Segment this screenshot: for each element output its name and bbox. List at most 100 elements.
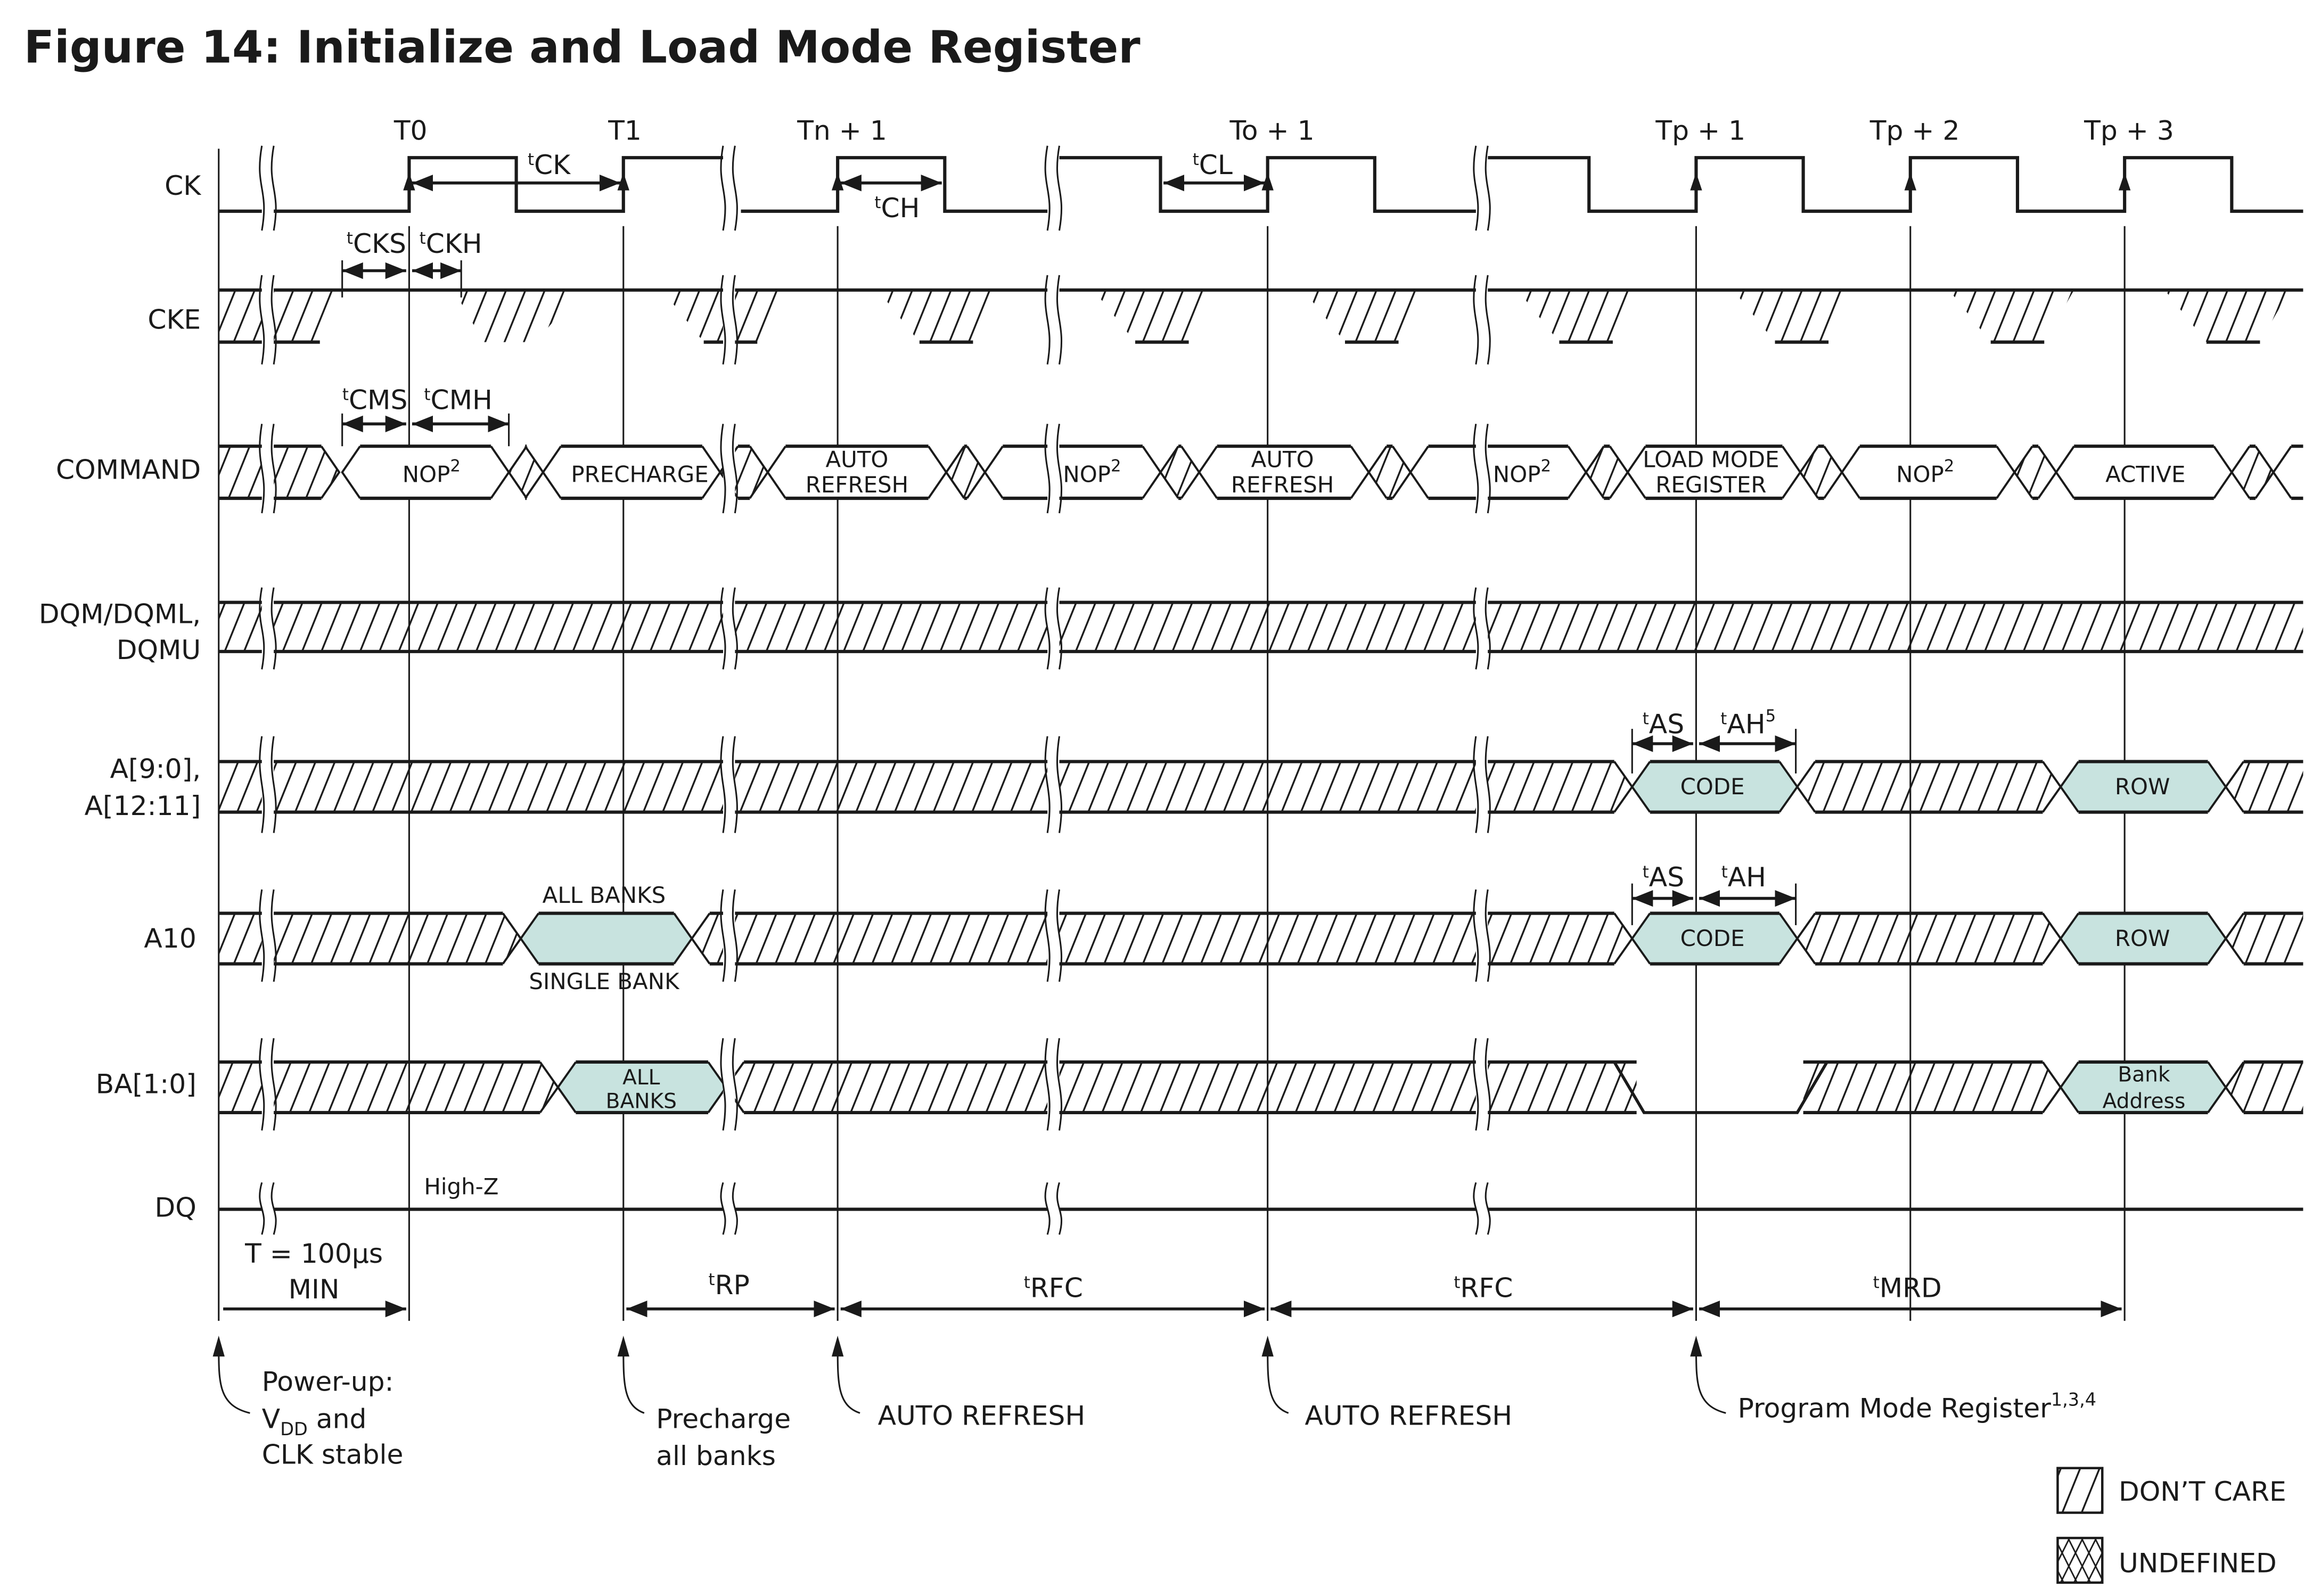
a10-rail — [1815, 911, 2043, 966]
ba-bank-address-label: Bank — [2118, 1063, 2170, 1087]
command-transition — [320, 446, 341, 499]
command-dont-care-region — [218, 446, 340, 499]
signal-label-dq: DQ — [155, 1192, 196, 1223]
ba-bank-address-label-2: Address — [2103, 1090, 2186, 1114]
a10-row-label: ROW — [2115, 925, 2170, 951]
break-mark-icon — [1056, 275, 1063, 365]
command-nop: NOP2 — [1063, 457, 1121, 488]
rising-edge-arrow-icon — [2118, 172, 2131, 191]
command-dont-care-region — [2014, 446, 2056, 499]
break-mark-icon — [1044, 1038, 1051, 1131]
clock-label-tp1: Tp + 1 — [1655, 115, 1745, 146]
command-rail — [1178, 445, 1182, 500]
break-mark-icon — [732, 1182, 738, 1235]
break-gap — [1047, 736, 1060, 833]
break-mark-icon — [720, 736, 726, 833]
a10-rail — [2078, 911, 2208, 966]
dqm-rail — [218, 600, 2303, 653]
ba-rail — [1803, 1060, 2043, 1115]
a10-valid-region — [520, 913, 692, 964]
break-mark-icon — [720, 587, 726, 670]
break-mark-icon — [1485, 424, 1491, 514]
break-mark-icon — [1056, 889, 1063, 982]
break-mark-icon — [1044, 889, 1051, 982]
power-up-annotation-3: CLK stable — [262, 1438, 404, 1470]
a10-single-bank-label: SINGLE BANK — [529, 968, 680, 994]
break-mark-icon — [732, 736, 738, 833]
dqm-dont-care-region — [218, 602, 2303, 652]
break-gap — [723, 587, 735, 670]
break-gap — [1047, 1038, 1060, 1131]
ba-all-banks-label-2: BANKS — [606, 1090, 677, 1114]
ba-low-segment — [1613, 1061, 1828, 1114]
a10-rail — [1650, 911, 1779, 966]
tcl-label: tCL — [1193, 149, 1233, 180]
break-mark-icon — [1473, 1038, 1479, 1131]
callout-curve — [836, 1346, 860, 1414]
tch-label: tCH — [874, 192, 920, 224]
break-mark-icon — [1473, 275, 1479, 365]
break-mark-icon — [1473, 424, 1479, 514]
break-mark-icon — [732, 145, 738, 231]
command-dont-care-region — [1800, 446, 1842, 499]
break-mark-icon — [1485, 1182, 1491, 1235]
command-auto-refresh: AUTO — [1251, 446, 1314, 472]
callout-curve — [218, 1346, 250, 1414]
cke-dont-care-region — [218, 290, 342, 342]
tcks-label: tCKS — [347, 228, 406, 259]
signal-label-address-high: A[12:11] — [85, 790, 201, 821]
command-valid-region — [1842, 446, 2015, 499]
break-gap — [261, 424, 274, 513]
command-transition — [1159, 446, 1179, 499]
address-valid-region — [1632, 761, 1798, 812]
command-rail — [737, 445, 750, 500]
timing-parameter-labels: tCK tCH tCL tCKS tCKH tCMS tCMH tAS tAH5… — [342, 149, 1776, 893]
tcms-label: tCMS — [342, 384, 407, 415]
command-transition — [2055, 446, 2075, 499]
signal-label-ck: CK — [165, 170, 202, 201]
break-mark-icon — [270, 736, 277, 833]
ba-dont-care-region — [1803, 1062, 2061, 1113]
break-gap — [1475, 889, 1488, 982]
break-mark-icon — [270, 1038, 277, 1131]
break-gap — [261, 736, 274, 833]
a10-valid-region — [1632, 913, 1798, 964]
command-transition — [2272, 446, 2292, 499]
break-mark-icon — [732, 424, 738, 514]
signal-labels: CK CKE COMMAND DQM/DQML, DQMU A[9:0], A[… — [39, 170, 202, 1223]
address-transition — [2224, 761, 2245, 813]
address-row-label: ROW — [2115, 774, 2170, 800]
address-code-label: CODE — [1680, 774, 1745, 800]
tas-label-address: tAS — [1643, 708, 1684, 739]
command-rail — [1604, 445, 1610, 500]
command-transition — [983, 446, 1004, 499]
callout-curve — [622, 1346, 645, 1414]
time-break-marks — [259, 145, 1491, 1235]
rising-edge-arrow-icon — [403, 172, 415, 191]
command-rail — [1818, 445, 1824, 500]
precharge-annotation: Precharge — [656, 1403, 791, 1434]
break-mark-icon — [1044, 275, 1051, 365]
address-rail — [2078, 760, 2208, 814]
a10-dont-care-region — [692, 913, 1633, 964]
command-nop: NOP2 — [403, 457, 461, 488]
auto-refresh-annotation: AUTO REFRESH — [1305, 1400, 1513, 1432]
clock-label-tp2: Tp + 2 — [1869, 115, 1960, 146]
break-gap — [261, 1182, 274, 1235]
break-mark-icon — [1485, 145, 1491, 231]
clock-edge-labels: T0 T1 Tn + 1 To + 1 Tp + 1 Tp + 2 Tp + 3 — [393, 115, 2174, 146]
break-gap — [261, 889, 274, 982]
break-gap — [723, 275, 735, 365]
callout-arrow-icon — [212, 1336, 225, 1357]
command-transition — [1409, 446, 1430, 499]
ba-dont-care-region — [2226, 1062, 2303, 1113]
break-gap — [1475, 424, 1488, 513]
break-mark-icon — [1056, 145, 1063, 231]
break-gap — [1047, 424, 1060, 513]
legend-undefined-label: UNDEFINED — [2119, 1547, 2277, 1578]
break-mark-icon — [259, 145, 265, 231]
program-mode-register-annotation: Program Mode Register1,3,4 — [1738, 1389, 2096, 1424]
address-valid-region — [2061, 761, 2226, 812]
break-mark-icon — [1056, 736, 1063, 833]
